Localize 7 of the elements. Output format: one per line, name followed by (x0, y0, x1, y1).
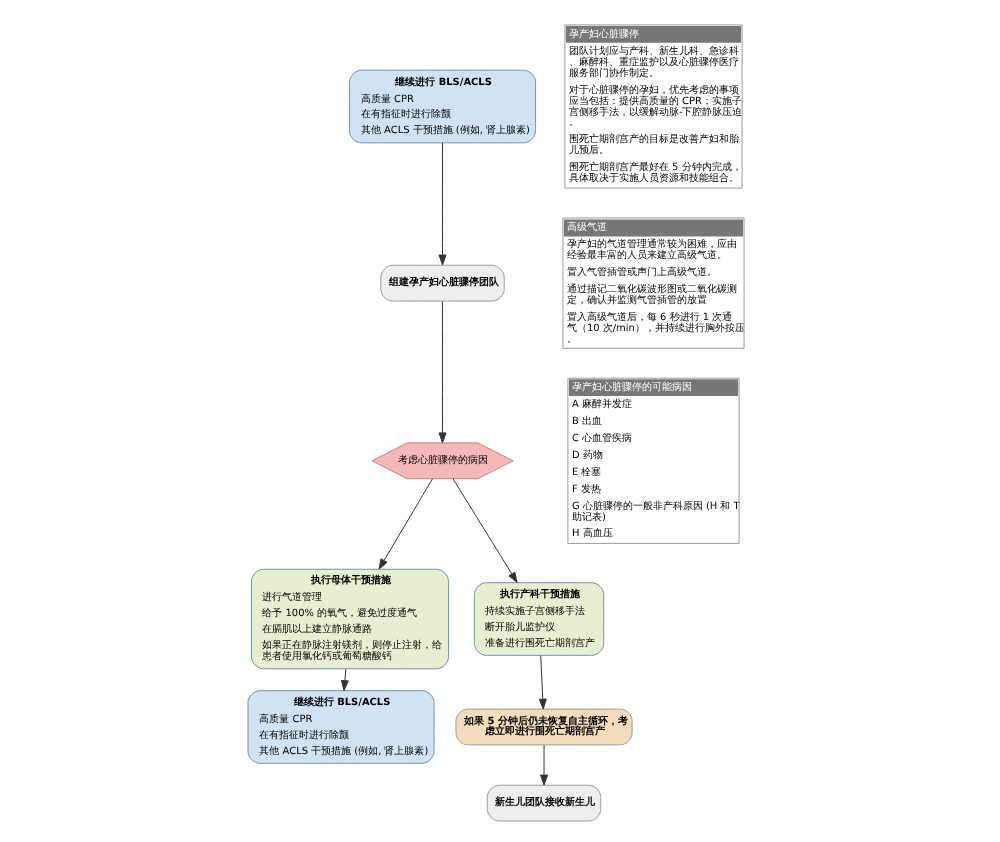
arrow (378, 478, 433, 570)
arrow (340, 668, 349, 692)
arrow (540, 744, 548, 786)
arrow (438, 142, 447, 266)
arrow (452, 478, 518, 583)
arrow (438, 300, 447, 444)
arrow (538, 655, 547, 710)
